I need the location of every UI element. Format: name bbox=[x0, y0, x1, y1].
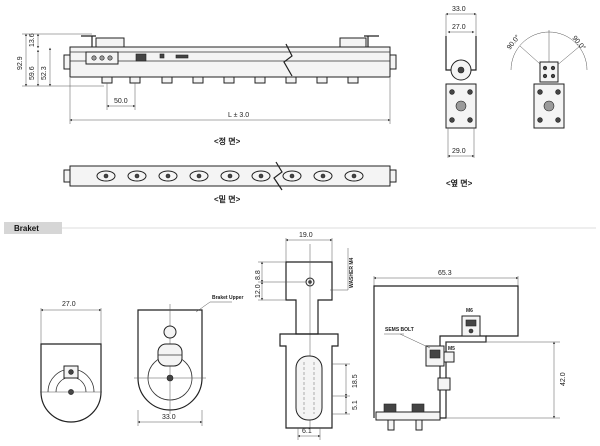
bracket-view-1: 27.0 bbox=[40, 301, 102, 423]
view2-width: 33.0 bbox=[162, 414, 176, 421]
view3-h4: 5.1 bbox=[352, 400, 359, 410]
dim-width-base: 29.0 bbox=[452, 148, 466, 155]
side-view-caption: <옆 면> bbox=[446, 178, 473, 188]
label-m6: M6 bbox=[466, 308, 473, 314]
bracket-view-3: 19.0 8.8 12.0 WASHER M4 18.5 5.1 6.1 bbox=[255, 232, 359, 440]
view4-width: 65.3 bbox=[438, 270, 452, 277]
bracket-section: Braket bbox=[4, 222, 596, 234]
view3-h3: 18.5 bbox=[352, 374, 359, 388]
view3-h2: 12.0 bbox=[255, 284, 262, 298]
emitter-nozzles bbox=[101, 76, 359, 84]
dim-top: 13.6 bbox=[29, 33, 36, 47]
dim-angle-right: 90.0° bbox=[570, 34, 587, 52]
dim-width-inner: 27.0 bbox=[452, 24, 466, 31]
view3-h1: 8.8 bbox=[255, 270, 262, 280]
bracket-title: Braket bbox=[14, 224, 39, 233]
dim-angle-left: 90.0° bbox=[505, 33, 522, 51]
side-view-right: 90.0° 90.0° bbox=[505, 30, 587, 129]
label-washer: WASHER M4 bbox=[349, 258, 355, 289]
bracket-view-2: Braket Upper 33.0 bbox=[134, 295, 243, 426]
dim-total-height: 92.9 bbox=[17, 56, 24, 70]
label-m5: M5 bbox=[448, 346, 455, 352]
view3-thk: 6.1 bbox=[302, 428, 312, 435]
bottom-view: <밑 면> bbox=[63, 161, 397, 204]
dim-inner: 52.3 bbox=[41, 66, 48, 80]
dim-width-top: 33.0 bbox=[452, 6, 466, 13]
bottom-emitters bbox=[96, 170, 364, 182]
bottom-view-caption: <밑 면> bbox=[214, 194, 241, 204]
label-bracket-upper: Braket Upper bbox=[212, 295, 243, 301]
bracket-view-4: 65.3 SEMS BOLT M6 M5 42.0 bbox=[373, 270, 567, 431]
dim-length: L ± 3.0 bbox=[228, 112, 249, 119]
view4-height: 42.0 bbox=[560, 372, 567, 386]
dim-mid: 59.6 bbox=[29, 66, 36, 80]
view3-width: 19.0 bbox=[299, 232, 313, 239]
front-view-caption: <정 면> bbox=[214, 136, 241, 146]
view1-width: 27.0 bbox=[62, 301, 76, 308]
dim-pitch: 50.0 bbox=[114, 98, 128, 105]
label-sems-bolt: SEMS BOLT bbox=[385, 327, 414, 333]
side-view-left: 33.0 27.0 29.0 <옆 면> bbox=[445, 6, 477, 188]
front-view: 92.9 13.6 59.6 52.3 50.0 L ± 3.0 <정 면> bbox=[17, 33, 397, 146]
